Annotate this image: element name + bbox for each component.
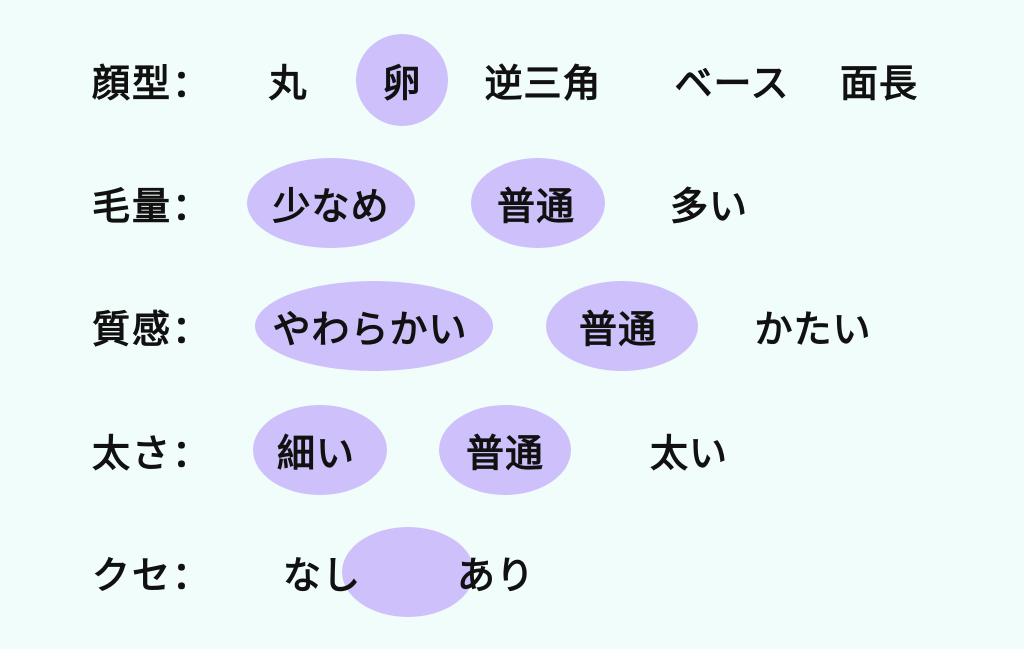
option-curl-none[interactable]: なし xyxy=(282,553,362,598)
option-texture-soft[interactable]: やわらかい xyxy=(272,307,468,352)
option-texture-normal[interactable]: 普通 xyxy=(578,307,658,352)
option-face-base[interactable]: ベース xyxy=(674,61,790,106)
label-hair-curl: クセ： xyxy=(92,553,213,598)
option-thickness-thin[interactable]: 細い xyxy=(276,431,356,476)
highlight-texture-soft xyxy=(255,281,493,371)
highlight-thickness-normal xyxy=(439,405,571,495)
option-face-long[interactable]: 面長 xyxy=(839,61,919,106)
label-hair-texture: 質感： xyxy=(92,307,213,352)
highlight-curl xyxy=(342,527,474,617)
option-volume-normal[interactable]: 普通 xyxy=(496,184,576,229)
option-face-inverted-triangle[interactable]: 逆三角 xyxy=(484,61,602,106)
label-hair-thickness: 太さ： xyxy=(92,431,213,476)
option-texture-hard[interactable]: かたい xyxy=(754,307,872,352)
option-face-round[interactable]: 丸 xyxy=(268,61,308,106)
option-curl-yes[interactable]: あり xyxy=(456,553,536,598)
highlight-volume-less xyxy=(247,158,415,248)
option-face-egg[interactable]: 卵 xyxy=(382,61,422,106)
highlight-thickness-thin xyxy=(253,405,387,495)
label-face-shape: 顔型： xyxy=(92,61,213,106)
highlight-face-egg xyxy=(356,34,448,126)
option-volume-less[interactable]: 少なめ xyxy=(272,184,390,229)
option-thickness-normal[interactable]: 普通 xyxy=(465,431,545,476)
option-thickness-thick[interactable]: 太い xyxy=(649,431,729,476)
label-hair-volume: 毛量： xyxy=(92,184,213,229)
option-volume-more[interactable]: 多い xyxy=(669,184,749,229)
highlight-volume-normal xyxy=(471,158,605,248)
highlight-texture-normal xyxy=(546,281,698,371)
